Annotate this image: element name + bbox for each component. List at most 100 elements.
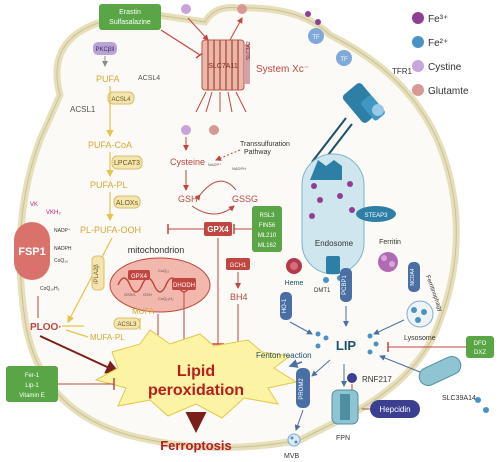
mvb-vesicle (287, 433, 301, 447)
ipla2b-node: iPLA2β (91, 255, 105, 291)
rsl3-box: RSL3 FIN56 ML210 ML162 (252, 206, 282, 252)
coq10-label: CoQ₁₀ (54, 258, 68, 264)
pufa-pl-label: PUFA-PL (90, 180, 128, 190)
pl-pufa-ooh-label: PL-PUFA-OOH (80, 225, 141, 235)
hepcidin-label: Hepcidin (379, 405, 410, 414)
fe3-dot-icon (412, 12, 424, 24)
ml162-label: ML162 (258, 243, 277, 249)
dmt1-label: DMT1 (314, 288, 331, 294)
pathway-label: Pathway (244, 149, 271, 156)
fpn-label: FPN (336, 435, 350, 442)
pufa-coa-label: PUFA-CoA (88, 140, 132, 150)
mufa-pl-label: MUFA-PL (90, 333, 125, 342)
aloxs-label: ALOXs (116, 200, 139, 207)
slc39a14-transporter (418, 356, 462, 386)
ferritin-label: Ferritin (379, 239, 401, 246)
ncoa4-node: NCOA4 (408, 262, 420, 292)
nadp-label-fsp1: NADP⁺ (54, 228, 71, 234)
lysosome-label: Lysosome (404, 335, 436, 342)
ferroptosis-label: Ferroptosis (160, 438, 232, 453)
glutamate-dot-icon (412, 84, 424, 96)
steap3-label: STEAP3 (364, 213, 388, 219)
transsulfuration-label: Transsulfuration (240, 141, 290, 148)
mvb-label: MVB (284, 453, 300, 460)
gpx4-node: GPX4 (204, 222, 232, 236)
legend-cystine: Cystine (428, 62, 462, 73)
nadp-label-gsh: NADP⁺ (208, 162, 221, 167)
vk-label: VK (30, 202, 38, 208)
mito-gpx4-label: GPX4 (131, 274, 148, 280)
mitochondrion: GPX4 DHODH GSSG GSH CoQ₁₀ CoQ₁₀H₂ (109, 257, 211, 313)
acsl3-node: ACSL3 (113, 317, 141, 330)
prom2-label: PROM2 (299, 378, 305, 400)
mitochondrion-label: mitochondrion (128, 245, 185, 255)
mito-gssg-label: GSSG (124, 292, 136, 297)
cystine-molecule-icon (181, 4, 191, 14)
gssg-label: GSSG (232, 194, 258, 204)
erastin-label: Erastin (119, 9, 141, 16)
system-xc-transporter: SLC7A11 SLC3A2 (201, 39, 252, 91)
pkcbii-label: PKCβII (95, 47, 114, 53)
sulfasalazine-label: Sulfasalazine (109, 19, 151, 26)
rnf217-label: RNF217 (362, 375, 392, 384)
tfr1-label: TFR1 (392, 67, 413, 76)
vitamin-e-label: Vitamin E (19, 393, 45, 399)
acsl1-label: ACSL1 (70, 105, 96, 114)
hepcidin-node: Hepcidin (370, 400, 420, 418)
mufa-label: MUFA (132, 307, 155, 316)
acsl4-label-top: ACSL4 (138, 75, 160, 82)
lip1-label: Lip-1 (25, 383, 39, 389)
ho1-label: HO-1 (282, 298, 288, 313)
ml210-label: ML210 (258, 233, 277, 239)
lip-pool: LIP (315, 331, 379, 355)
prom2-node: PROM2 (296, 368, 310, 408)
legend-fe2: Fe²⁺ (428, 38, 448, 49)
erastin-inhibit-line (160, 29, 201, 56)
heme-label: Heme (285, 280, 304, 287)
ploo-label: PLOO· (30, 322, 62, 333)
fsp1-label: FSP1 (18, 246, 46, 258)
fsp1-node: FSP1 (14, 222, 50, 280)
cystine-dot-icon (412, 60, 424, 72)
ferritin-molecule (378, 252, 398, 272)
pkcbii-node: PKCβII (93, 42, 117, 55)
lipid-label: Lipid (177, 363, 215, 380)
endosome-label: Endosome (315, 239, 354, 248)
bh4-label: BH4 (230, 292, 248, 302)
lpcat3-label: LPCAT3 (114, 160, 140, 167)
endosome: Endosome (301, 153, 365, 275)
vkh2-label: VKH₂ (46, 210, 61, 216)
ncoa4-label: NCOA4 (410, 268, 416, 285)
nadph-label-fsp1: NADPH (54, 246, 72, 252)
acsl4-node: ACSL4 (107, 91, 135, 105)
cysteine-label: Cysteine (170, 157, 205, 167)
dxz-label: DXZ (474, 350, 486, 356)
peroxidation-label: peroxidation (148, 382, 244, 399)
rnf217-icon (347, 373, 357, 383)
acsl3-label: ACSL3 (117, 322, 137, 328)
steap3-node: STEAP3 (356, 206, 396, 222)
coq10h2-label: CoQ₁₀H₂ (40, 286, 60, 292)
mito-coq10h2-label: CoQ₁₀H₂ (158, 296, 174, 301)
tf-label-1: TF (312, 35, 320, 41)
lipid-peroxidation-burst: Lipid peroxidation (94, 329, 298, 419)
legend-glutamate: Glutamte (428, 86, 469, 97)
fer1-box: Fer-1 Lip-1 Vitamin E (6, 366, 58, 402)
heme-molecule (286, 258, 302, 274)
gsh-label: GSH (178, 194, 198, 204)
aloxs-node: ALOXs (113, 195, 141, 209)
dfo-label: DFO (474, 341, 487, 347)
gch1-label: GCH1 (230, 263, 247, 269)
acsl4-label: ACSL4 (111, 97, 131, 103)
slc39a14-label: SLC39A14 (442, 395, 476, 402)
slc7a11-label: SLC7A11 (208, 63, 238, 70)
fenton-label: Fenton reaction (256, 351, 312, 360)
dfo-box: DFO DXZ (466, 336, 494, 358)
ipla2b-label: iPLA2β (94, 264, 100, 284)
legend-fe3: Fe³⁺ (428, 14, 448, 25)
mito-gsh-label: GSH (143, 292, 152, 297)
glutamate-molecule-icon (237, 4, 247, 14)
ho1-node: HO-1 (280, 292, 292, 320)
slc3a2-label: SLC3A2 (246, 41, 252, 60)
